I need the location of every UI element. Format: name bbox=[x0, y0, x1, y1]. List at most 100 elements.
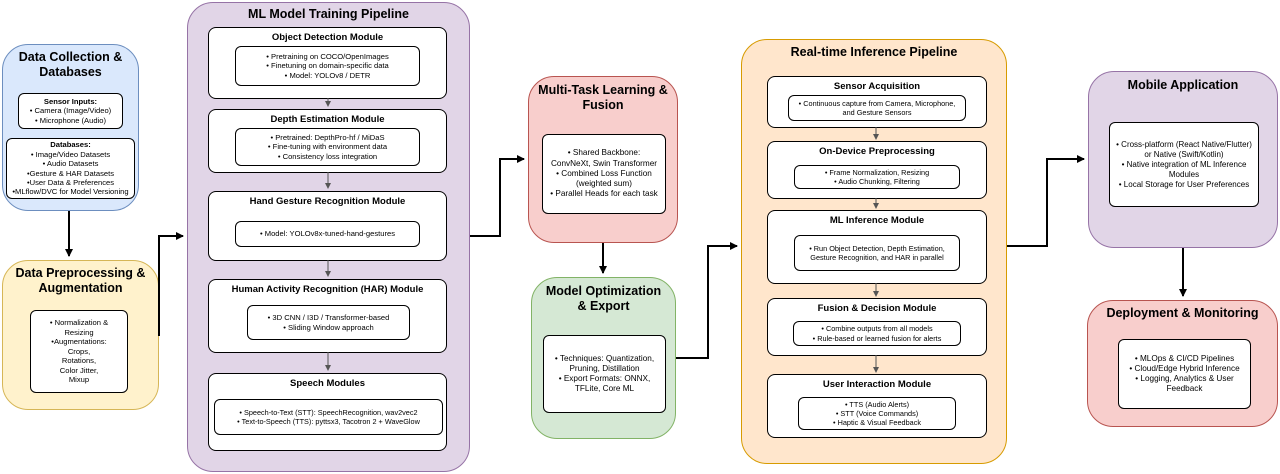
list-item: Crops, bbox=[67, 346, 91, 356]
module-details: • TTS (Audio Alerts) • STT (Voice Comman… bbox=[798, 397, 956, 430]
list-item: • Combined Loss Function bbox=[556, 168, 652, 178]
module-title: Hand Gesture Recognition Module bbox=[249, 196, 406, 207]
list-item: Mixup bbox=[68, 375, 90, 385]
optimization-title: Model Optimization & Export bbox=[545, 284, 662, 313]
list-item: •MLflow/DVC for Model Versioning bbox=[12, 187, 129, 197]
list-item: ConvNeXt, Swin Transformer bbox=[550, 158, 658, 168]
list-item: • Text-to-Speech (TTS): pyttsx3, Tacotro… bbox=[237, 417, 420, 426]
list-item: Color Jitter, bbox=[59, 365, 99, 375]
list-item: • Speech-to-Text (STT): SpeechRecognitio… bbox=[239, 407, 418, 417]
data-preprocessing-title: Data Preprocessing & Augmentation bbox=[15, 266, 146, 295]
list-item: • Microphone (Audio) bbox=[34, 115, 107, 125]
list-item: • Frame Normalization, Resizing bbox=[824, 167, 930, 177]
list-item: • Model: YOLOv8x-tuned-hand-gestures bbox=[259, 229, 396, 239]
module-details: • Model: YOLOv8x-tuned-hand-gestures bbox=[235, 221, 420, 247]
list-item: • Fine-tuning with environment data bbox=[267, 142, 388, 152]
list-item: • 3D CNN / I3D / Transformer-based bbox=[267, 313, 390, 323]
fusion-decision-module: Fusion & Decision Module • Combine outpu… bbox=[767, 298, 987, 356]
training-pipeline-group: ML Model Training Pipeline Object Detect… bbox=[187, 2, 470, 472]
list-item: (weighted sum) bbox=[576, 179, 632, 189]
list-item: • Continuous capture from Camera, Microp… bbox=[798, 98, 956, 108]
mobile-app-group: Mobile Application • Cross-platform (Rea… bbox=[1088, 71, 1278, 248]
mobile-app-title: Mobile Application bbox=[1127, 78, 1239, 92]
list-item: •User Data & Preferences bbox=[26, 177, 115, 187]
list-item: • Finetuning on domain-specific data bbox=[266, 61, 389, 71]
list-item: • Shared Backbone: bbox=[567, 148, 641, 158]
module-title: Sensor Acquisition bbox=[833, 81, 921, 92]
databases-heading: Databases: bbox=[50, 140, 91, 150]
list-item: •Gesture & HAR Datasets bbox=[26, 168, 115, 178]
data-collection-title: Data Collection & Databases bbox=[18, 50, 123, 79]
arrow-inference-to-mobile bbox=[1007, 155, 1085, 247]
list-item: •Augmentations: bbox=[51, 337, 107, 347]
list-item: Modules bbox=[1168, 169, 1200, 179]
preprocessing-box: • Normalization & Resizing •Augmentation… bbox=[30, 310, 128, 393]
list-item: • Consistency loss integration bbox=[277, 151, 378, 161]
list-item: Pruning, Distillation bbox=[569, 363, 640, 373]
optimization-box: • Techniques: Quantization, Pruning, Dis… bbox=[543, 335, 666, 413]
list-item: and Gesture Sensors bbox=[842, 108, 912, 117]
module-details: • Frame Normalization, Resizing • Audio … bbox=[794, 165, 960, 189]
module-title: Speech Modules bbox=[290, 378, 365, 389]
module-title: ML Inference Module bbox=[829, 215, 925, 226]
speech-modules: Speech Modules • Speech-to-Text (STT): S… bbox=[208, 373, 447, 451]
module-title: User Interaction Module bbox=[822, 379, 932, 390]
list-item: • Combine outputs from all models bbox=[821, 324, 933, 334]
list-item: • Logging, Analytics & User bbox=[1135, 374, 1234, 383]
list-item: • Normalization & bbox=[49, 318, 109, 328]
list-item: • Parallel Heads for each task bbox=[550, 189, 658, 199]
module-details: • Combine outputs from all models • Rule… bbox=[793, 321, 961, 346]
inference-pipeline-group: Real-time Inference Pipeline Sensor Acqu… bbox=[741, 39, 1007, 464]
deployment-group: Deployment & Monitoring • MLOps & CI/CD … bbox=[1087, 300, 1278, 427]
sensor-inputs-heading: Sensor Inputs: bbox=[43, 96, 98, 106]
depth-estimation-module: Depth Estimation Module • Pretrained: De… bbox=[208, 109, 447, 173]
list-item: • MLOps & CI/CD Pipelines bbox=[1134, 353, 1235, 363]
list-item: • Haptic & Visual Feedback bbox=[832, 418, 921, 428]
list-item: • Rule-based or learned fusion for alert… bbox=[812, 333, 942, 343]
module-details: • Pretraining on COCO/OpenImages • Finet… bbox=[235, 46, 420, 86]
multitask-group: Multi-Task Learning & Fusion • Shared Ba… bbox=[528, 76, 678, 243]
inference-pipeline-title: Real-time Inference Pipeline bbox=[790, 45, 958, 59]
list-item: • Sliding Window approach bbox=[283, 322, 374, 332]
module-details: • Pretrained: DepthPro-hf / MiDaS • Fine… bbox=[235, 128, 420, 166]
list-item: • Audio Datasets bbox=[42, 159, 99, 169]
sensor-acquisition-module: Sensor Acquisition • Continuous capture … bbox=[767, 76, 987, 128]
list-item: • Techniques: Quantization, bbox=[554, 353, 655, 363]
list-item: • Model: YOLOv8 / DETR bbox=[284, 70, 371, 80]
arrow-optimization-to-inference bbox=[676, 242, 738, 359]
list-item: or Native (Swift/Kotlin) bbox=[1144, 149, 1224, 159]
ml-inference-module: ML Inference Module • Run Object Detecti… bbox=[767, 210, 987, 284]
hand-gesture-module: Hand Gesture Recognition Module • Model:… bbox=[208, 191, 447, 261]
list-item: Rotations, bbox=[61, 356, 97, 366]
list-item: • Run Object Detection, Depth Estimation… bbox=[809, 243, 945, 253]
module-title: On-Device Preprocessing bbox=[819, 146, 935, 157]
list-item: • STT (Voice Commands) bbox=[835, 408, 919, 418]
har-module: Human Activity Recognition (HAR) Module … bbox=[208, 279, 447, 353]
list-item: TFLite, Core ML bbox=[574, 384, 635, 394]
list-item: • Local Storage for User Preferences bbox=[1118, 179, 1250, 189]
user-interaction-module: User Interaction Module • TTS (Audio Ale… bbox=[767, 374, 987, 438]
deployment-title: Deployment & Monitoring bbox=[1106, 306, 1259, 320]
arrow-preprocessing-to-training bbox=[158, 232, 184, 336]
list-item: • Audio Chunking, Filtering bbox=[834, 177, 920, 186]
multitask-title: Multi-Task Learning & Fusion bbox=[538, 83, 668, 112]
list-item: Resizing bbox=[64, 327, 94, 337]
module-details: • Speech-to-Text (STT): SpeechRecognitio… bbox=[214, 399, 443, 435]
list-item: • Camera (Image/Video) bbox=[29, 106, 112, 116]
optimization-group: Model Optimization & Export • Techniques… bbox=[531, 277, 676, 439]
training-pipeline-title: ML Model Training Pipeline bbox=[248, 7, 409, 21]
module-details: • Run Object Detection, Depth Estimation… bbox=[794, 235, 960, 271]
list-item: • Native integration of ML Inference bbox=[1121, 159, 1247, 169]
module-title: Depth Estimation Module bbox=[270, 114, 385, 125]
data-preprocessing-group: Data Preprocessing & Augmentation • Norm… bbox=[2, 260, 159, 410]
module-details: • 3D CNN / I3D / Transformer-based • Sli… bbox=[247, 305, 410, 340]
module-title: Fusion & Decision Module bbox=[817, 303, 937, 314]
list-item: • Cloud/Edge Hybrid Inference bbox=[1129, 363, 1240, 373]
databases-box: Databases: • Image/Video Datasets • Audi… bbox=[6, 138, 135, 199]
module-title: Human Activity Recognition (HAR) Module bbox=[231, 284, 424, 295]
list-item: • Pretraining on COCO/OpenImages bbox=[266, 51, 389, 61]
list-item: • Pretrained: DepthPro-hf / MiDaS bbox=[270, 132, 385, 142]
list-item: Feedback bbox=[1166, 384, 1203, 394]
data-collection-group: Data Collection & Databases Sensor Input… bbox=[2, 44, 139, 211]
module-title: Object Detection Module bbox=[271, 32, 384, 43]
